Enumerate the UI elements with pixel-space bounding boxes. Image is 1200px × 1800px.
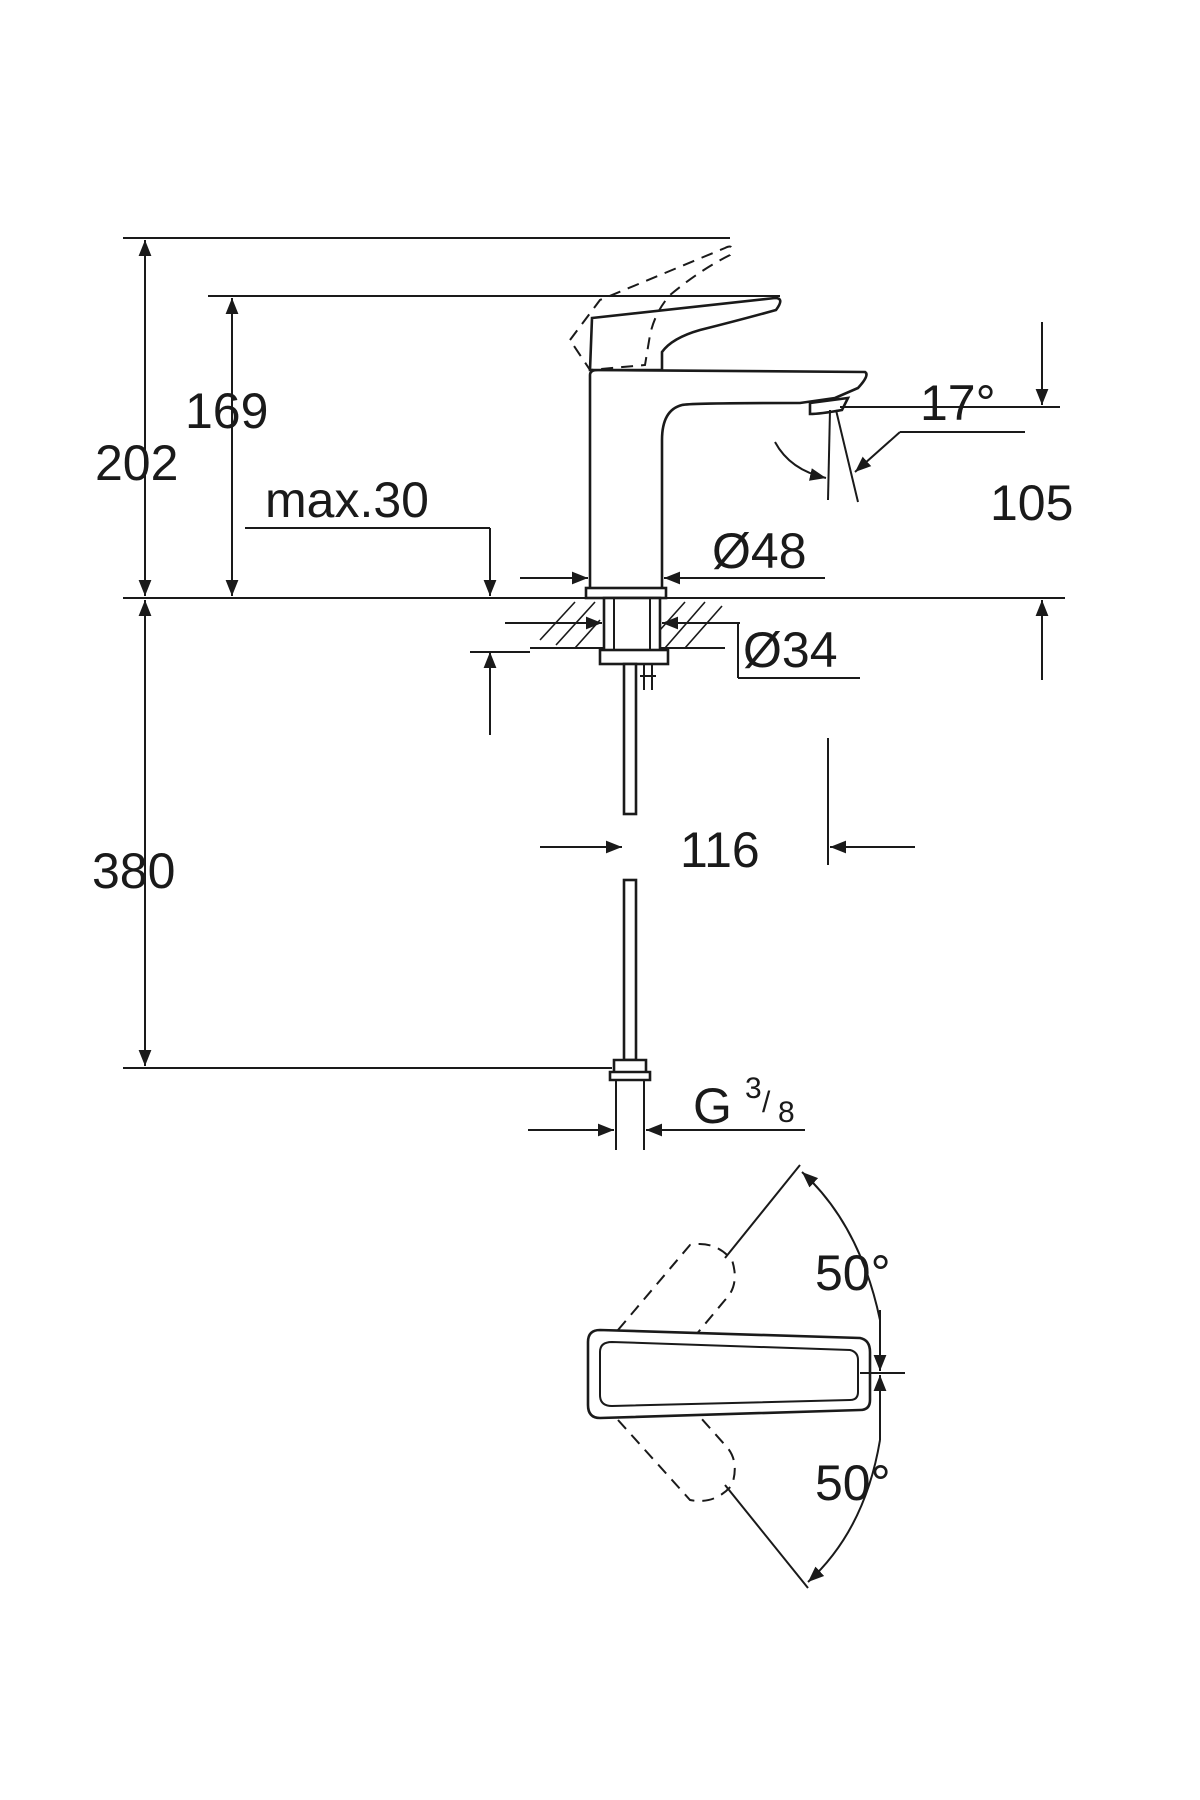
total-height-label: 202 [95,435,178,491]
thread-numerator-label: 3 [745,1072,762,1105]
outlet-height-label: 105 [990,475,1073,531]
spout-reach-label: 116 [680,822,760,878]
lever-handle [588,296,782,372]
mounting-shank [602,596,662,658]
rotation-left-label: 50° [815,1245,891,1301]
lever-top-view [586,1328,872,1420]
top-view: 50° 50° [586,1164,905,1589]
faucet-base [584,586,668,600]
thread-slash: / [762,1086,771,1119]
max-thickness-label: max.30 [265,472,429,528]
flex-hose-lower [622,878,638,1062]
hose-connector [608,1058,652,1082]
side-elevation: 202 169 max.30 17° 105 Ø48 Ø34 116 380 G… [92,237,1073,1150]
flex-hose-upper [622,662,638,816]
deck-section-hatch [530,601,725,649]
thread-letter-label: G [693,1078,732,1134]
mounting-nut [598,648,670,666]
spout-angle-label: 17° [920,375,996,431]
spout-height-label: 169 [185,383,268,439]
lever-rotated-left [616,1243,736,1380]
lever-handle-open [568,245,733,372]
hole-diameter-label: Ø34 [743,622,838,678]
rotation-right-label: 50° [815,1455,891,1511]
thread-denominator-label: 8 [778,1096,795,1129]
base-diameter-label: Ø48 [712,523,807,579]
aerator [808,396,851,416]
hose-length-label: 380 [92,843,175,899]
